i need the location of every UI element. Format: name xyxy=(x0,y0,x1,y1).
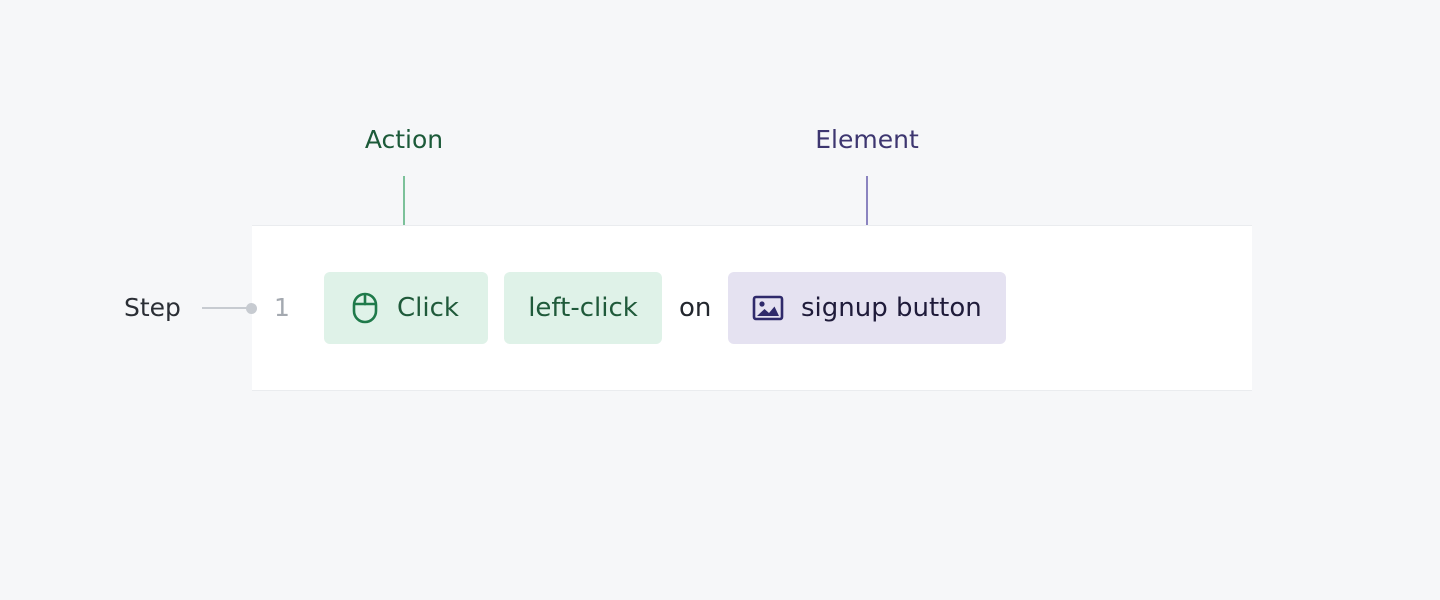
element-annotation-label: Element xyxy=(815,125,919,154)
image-icon xyxy=(752,295,784,321)
element-chip[interactable]: signup button xyxy=(728,272,1006,344)
step-annotation-label: Step xyxy=(124,293,181,322)
step-number: 1 xyxy=(274,293,290,322)
element-chip-label: signup button xyxy=(801,293,982,323)
step-annotation-dot xyxy=(246,303,257,314)
action-chip[interactable]: Click xyxy=(324,272,488,344)
action-annotation-line xyxy=(403,176,405,256)
element-annotation-line xyxy=(866,176,868,256)
action-chip-label: Click xyxy=(397,293,459,323)
action-annotation-label: Action xyxy=(364,125,444,154)
mouse-icon xyxy=(350,292,380,324)
click-type-label: left-click xyxy=(528,293,638,323)
connector-word: on xyxy=(679,293,712,323)
click-type-chip[interactable]: left-click xyxy=(504,272,662,344)
step-annotation-line xyxy=(202,307,250,309)
